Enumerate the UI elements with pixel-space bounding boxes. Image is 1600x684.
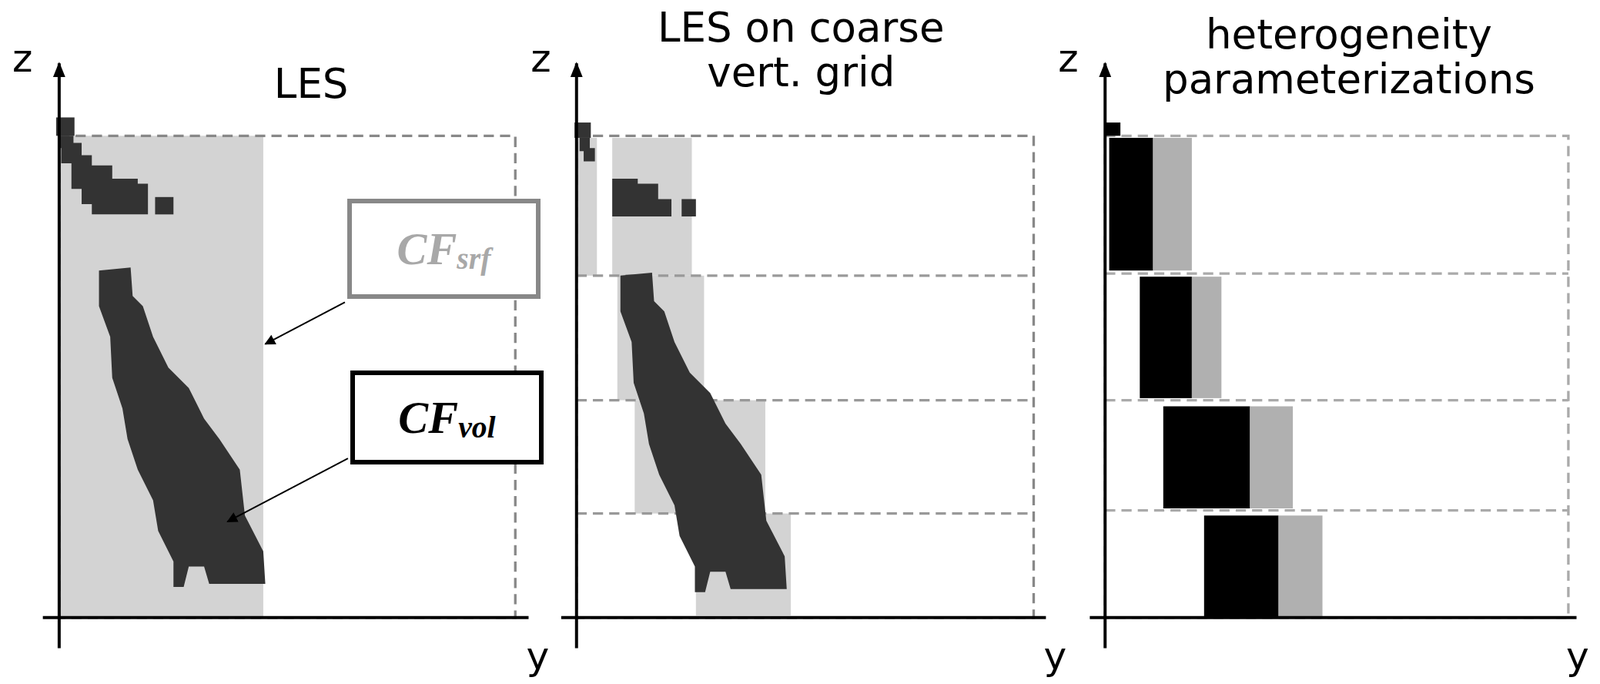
parameterization-panel xyxy=(1089,63,1577,648)
axis-label: y xyxy=(517,634,559,677)
axis-label: z xyxy=(2,36,44,80)
axis-label: z xyxy=(1047,36,1089,80)
panel-title: LES on coarse vert. grid xyxy=(607,5,996,96)
symbol-text: CF xyxy=(398,391,459,444)
subscript-text: srf xyxy=(456,241,491,277)
cf-vol-callout: CFvol xyxy=(350,370,545,465)
cf-srf-callout: CFsrf xyxy=(347,198,542,299)
coarse-grid-panel xyxy=(561,63,1046,648)
panel-title: LES xyxy=(209,61,414,107)
symbol-text: CF xyxy=(397,223,458,275)
subscript-text: vol xyxy=(458,409,496,446)
les-panel xyxy=(43,63,529,648)
leader-line xyxy=(265,301,345,344)
axis-label: y xyxy=(1034,634,1076,677)
leader-line xyxy=(227,458,349,522)
axis-label: z xyxy=(520,36,562,80)
panel-title: heterogeneity parameterizations xyxy=(1109,12,1590,103)
axis-label: y xyxy=(1559,634,1597,677)
